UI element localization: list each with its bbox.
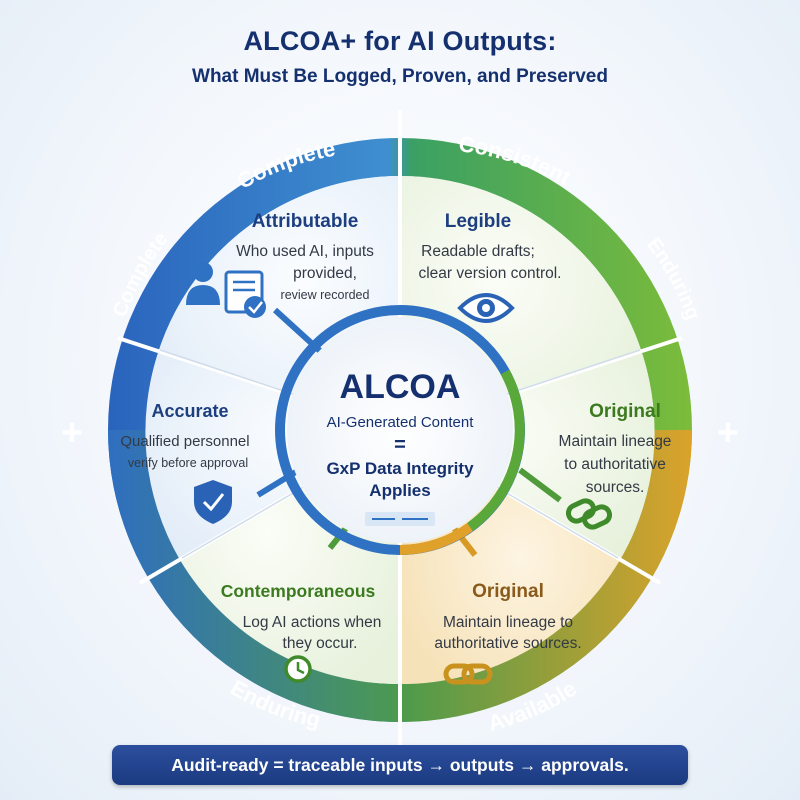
center-line1: AI-Generated Content xyxy=(327,414,475,431)
chain-link-icon-bottom xyxy=(443,663,493,685)
center-title: ALCOA xyxy=(340,368,461,406)
center-ring-green xyxy=(467,369,525,532)
legible-title: Legible xyxy=(445,211,512,232)
ring-plus-right: + xyxy=(717,412,739,454)
legible-line2: clear version control. xyxy=(418,265,561,282)
legible-line1: Readable drafts; xyxy=(421,243,535,260)
user-document-check-icon xyxy=(186,262,266,318)
center-line3: Applies xyxy=(369,481,430,500)
center-flow-icon xyxy=(365,512,435,526)
original-right-line1: Maintain lineage xyxy=(559,433,672,450)
accurate-line1: Qualified personnel xyxy=(120,433,249,450)
ring-plus-left: + xyxy=(61,412,83,454)
attributable-line2: provided, xyxy=(293,265,357,282)
chain-link-icon-right xyxy=(565,498,613,530)
original-right-line3: sources. xyxy=(586,479,645,496)
clock-icon xyxy=(284,655,312,683)
eye-icon xyxy=(457,293,515,323)
original-right-title: Original xyxy=(589,401,661,422)
original-bottom-line1: Maintain lineage to xyxy=(443,614,573,631)
original-bottom-line2: authoritative sources. xyxy=(434,635,581,652)
attributable-title: Attributable xyxy=(252,211,359,232)
center-ring-gold xyxy=(399,522,473,555)
attributable-line3: review recorded xyxy=(281,288,370,302)
page-subtitle: What Must Be Logged, Proven, and Preserv… xyxy=(192,66,608,87)
attributable-line1: Who used AI, inputs xyxy=(236,243,374,260)
original-bottom-title: Original xyxy=(472,581,544,602)
center-circle xyxy=(287,317,513,543)
footer-banner: Audit-ready = traceable inputs → outputs… xyxy=(112,745,688,785)
center-equals: = xyxy=(394,434,406,456)
center-line2: GxP Data Integrity xyxy=(326,459,474,478)
contemporaneous-line2: they occur. xyxy=(283,635,358,652)
original-right-line2: to authoritative xyxy=(564,456,666,473)
contemporaneous-title: Contemporaneous xyxy=(221,581,376,601)
shield-check-icon xyxy=(194,480,232,524)
page-title: ALCOA+ for AI Outputs: xyxy=(243,26,557,56)
accurate-line2: verify before approval xyxy=(128,456,248,470)
contemporaneous-line1: Log AI actions when xyxy=(243,614,382,631)
segment-divider-shadows xyxy=(159,349,641,559)
accurate-title: Accurate xyxy=(151,401,228,421)
